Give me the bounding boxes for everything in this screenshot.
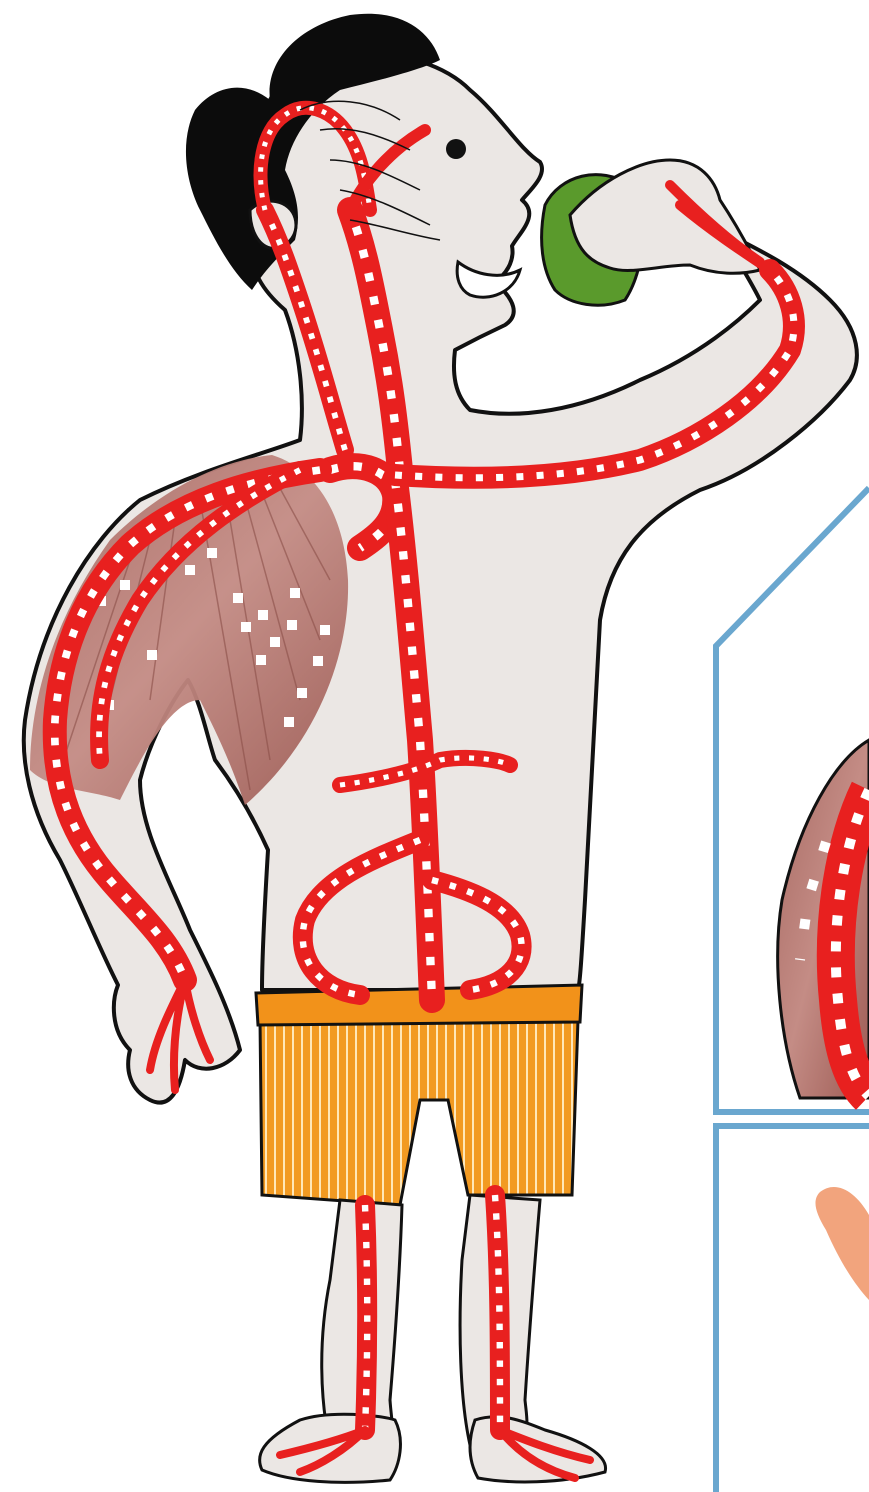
eye (446, 139, 466, 159)
inset-finger (815, 1187, 869, 1300)
vessel-leg-right (495, 1195, 500, 1430)
inset-frame-bottom (716, 1126, 869, 1492)
inset-muscle-panel (716, 488, 869, 1112)
foot-left (260, 1414, 401, 1482)
inset-hand-panel (716, 1126, 869, 1492)
shorts (256, 985, 582, 1205)
shorts-body (260, 1020, 578, 1205)
